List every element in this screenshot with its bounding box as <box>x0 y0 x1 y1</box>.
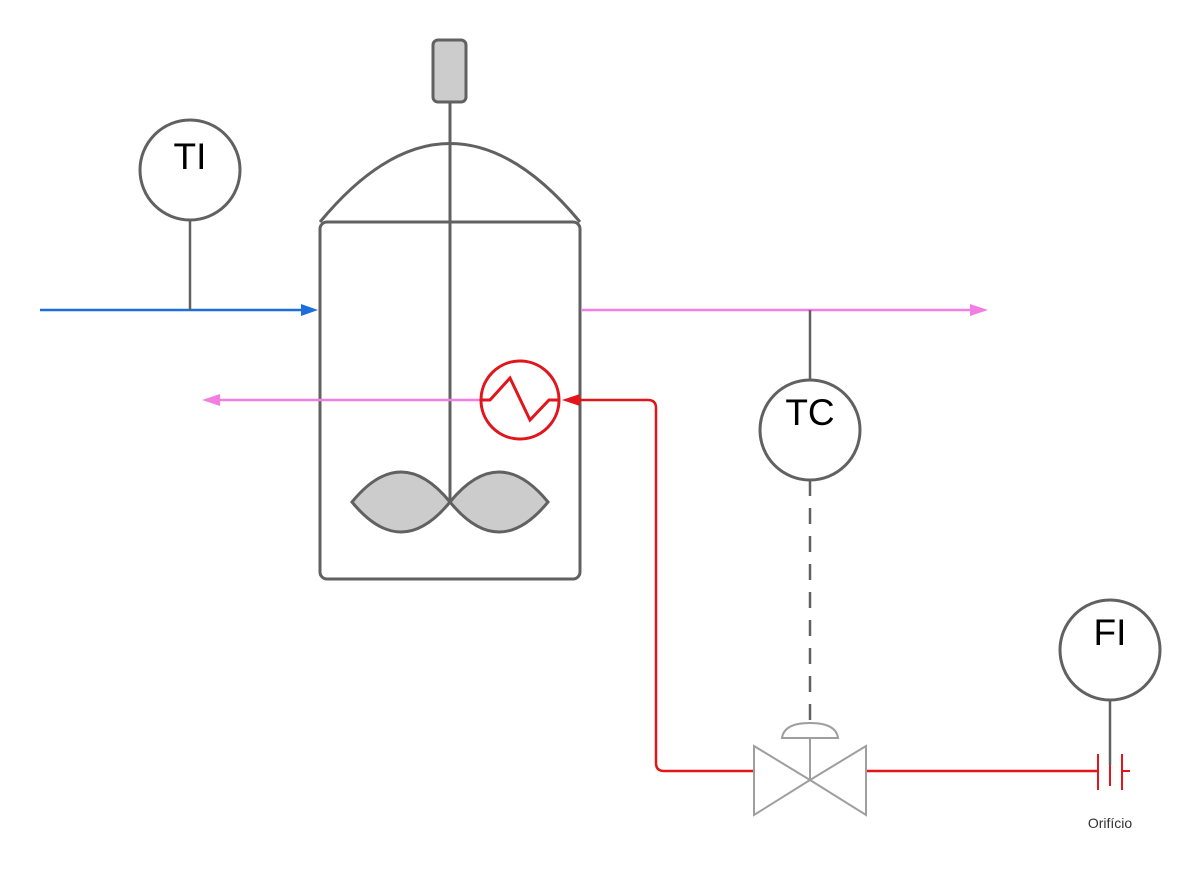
valve-body-left <box>753 744 812 817</box>
impeller-blade-left <box>350 470 452 534</box>
coolant-supply-line-to-reactor <box>578 398 756 773</box>
tc-tag: TC <box>785 392 834 433</box>
orifice-label: Orifício <box>1088 815 1133 831</box>
ti-tag: TI <box>174 136 207 177</box>
fi-tag: FI <box>1094 612 1127 653</box>
impeller-blade-right <box>448 470 550 534</box>
valve-actuator-icon <box>780 721 840 739</box>
orifice-plate <box>1097 754 1130 790</box>
coolant-supply-arrow-icon <box>562 394 580 406</box>
agitator-motor <box>431 38 468 104</box>
feed-arrow-icon <box>301 304 318 316</box>
fi-instrument[interactable] <box>1058 598 1162 702</box>
coil-zigzag-icon <box>481 375 559 423</box>
control-valve[interactable] <box>753 721 867 817</box>
product-arrow-icon <box>970 304 988 316</box>
ti-instrument[interactable] <box>138 118 242 222</box>
valve-body-right <box>808 744 867 817</box>
coolant-return-arrow-icon <box>202 394 220 406</box>
